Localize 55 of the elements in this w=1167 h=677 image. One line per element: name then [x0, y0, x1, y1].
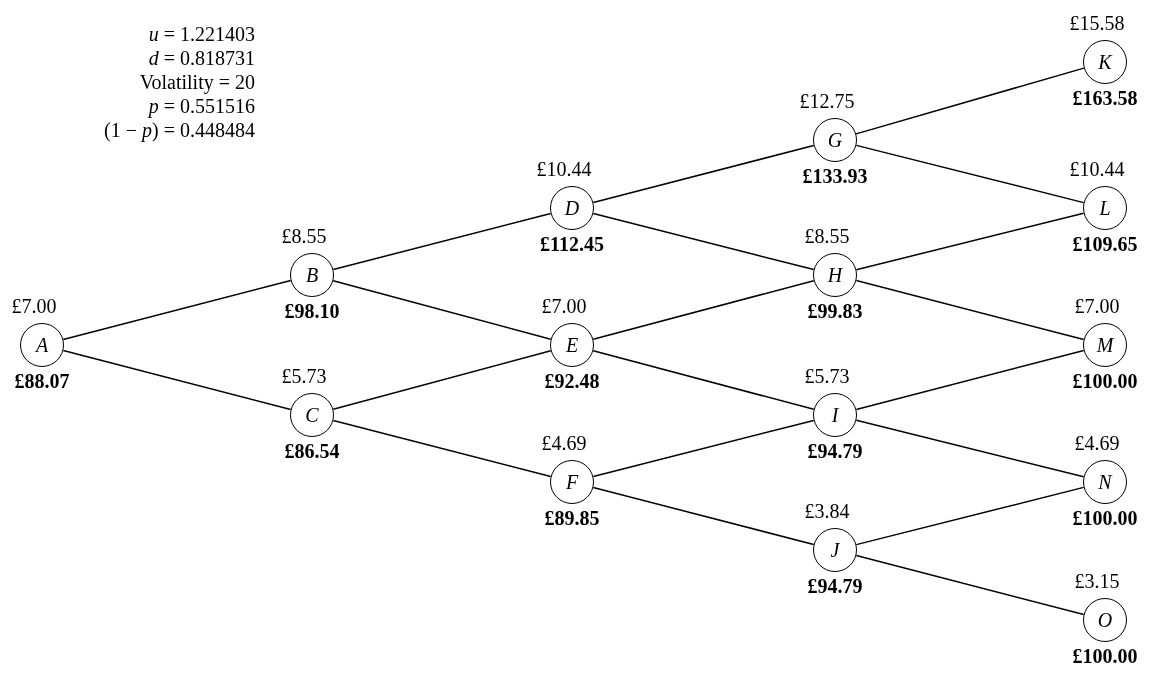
parameter-text: d = 0.818731 [148, 46, 255, 70]
connector-line [592, 349, 815, 411]
connector-line [62, 349, 292, 411]
option-price-text: £4.69 [1074, 432, 1120, 454]
stock-price-text: £94.79 [807, 575, 863, 597]
connector-line [332, 419, 552, 478]
option-price-text: £7.00 [1074, 295, 1120, 317]
option-price-text: £5.73 [804, 365, 850, 387]
stock-price-text: £94.79 [807, 440, 863, 462]
option-price-text: £8.55 [804, 225, 850, 247]
stock-price-text: £88.07 [14, 370, 70, 392]
connector-line [855, 349, 1085, 411]
connector-line [855, 486, 1085, 546]
connector-line [592, 486, 815, 546]
option-price-text: £15.58 [1069, 12, 1125, 34]
option-price-text: £10.44 [1069, 158, 1125, 180]
parameter-text: u = 1.221403 [148, 22, 255, 46]
stock-price-text: £100.00 [1072, 370, 1138, 392]
stock-price-text: £100.00 [1072, 507, 1138, 529]
option-price-text: £7.00 [541, 295, 587, 317]
stock-price-text: £133.93 [802, 165, 868, 187]
stock-price-text: £112.45 [540, 233, 604, 255]
connector-line [592, 212, 815, 271]
connector-line [855, 419, 1085, 478]
option-price-text: £4.69 [541, 432, 587, 454]
connector-line [332, 212, 552, 271]
option-price-text: £10.44 [536, 158, 592, 180]
stock-price-text: £92.48 [544, 370, 600, 392]
stock-price-text: £109.65 [1072, 233, 1138, 255]
parameter-text: (1 − p) = 0.448484 [104, 118, 255, 142]
stock-price-text: £89.85 [544, 507, 600, 529]
parameter-text: Volatility = 20 [139, 70, 255, 94]
option-price-text: £3.84 [804, 500, 850, 522]
connector-line [855, 212, 1085, 271]
connector-line [592, 279, 815, 341]
connector-line [62, 279, 292, 341]
option-price-text: £3.15 [1074, 570, 1120, 592]
connector-line [332, 279, 552, 341]
option-price-text: £7.00 [11, 295, 57, 317]
option-price-text: £12.75 [799, 90, 855, 112]
option-price-text: £5.73 [281, 365, 327, 387]
connector-line [855, 144, 1085, 204]
connector-line [855, 554, 1085, 616]
connector-line [855, 67, 1085, 135]
stock-price-text: £86.54 [284, 440, 340, 462]
connector-line [592, 419, 815, 478]
connector-line [855, 279, 1085, 341]
connector-line [332, 349, 552, 411]
option-price-text: £8.55 [281, 225, 327, 247]
stock-price-text: £163.58 [1072, 87, 1138, 109]
connector-line [592, 144, 815, 204]
stock-price-text: £98.10 [284, 300, 340, 322]
parameter-text: p = 0.551516 [148, 94, 255, 118]
stock-price-text: £99.83 [807, 300, 863, 322]
stock-price-text: £100.00 [1072, 645, 1138, 667]
